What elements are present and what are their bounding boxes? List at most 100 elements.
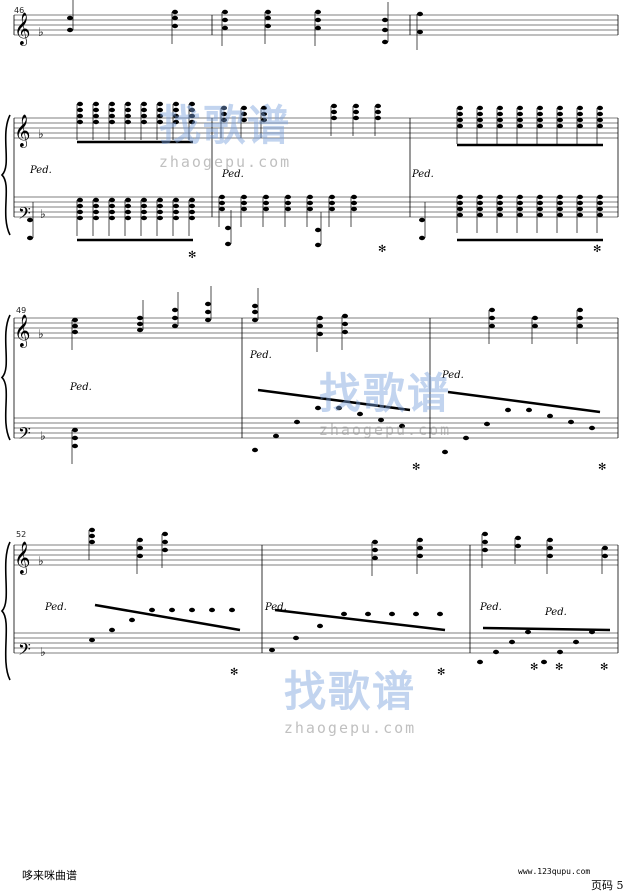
note-head	[125, 101, 131, 107]
note-head	[517, 117, 523, 123]
note-head	[336, 405, 342, 411]
note-head	[149, 607, 155, 613]
note-head	[172, 307, 178, 313]
note-head	[537, 111, 543, 117]
note-head	[597, 200, 603, 206]
note-head	[173, 215, 179, 221]
pedal-release-mark: ✻	[555, 662, 563, 673]
note-head	[351, 200, 357, 206]
note-head	[72, 323, 78, 329]
note-head	[173, 203, 179, 209]
note-head	[252, 309, 258, 315]
note-head	[315, 405, 321, 411]
note-head	[477, 111, 483, 117]
note-head	[173, 113, 179, 119]
note-head	[77, 203, 83, 209]
note-head	[597, 194, 603, 200]
note-head	[331, 115, 337, 121]
note-head	[317, 323, 323, 329]
note-head	[557, 117, 563, 123]
note-head	[221, 111, 227, 117]
note-head	[157, 107, 163, 113]
key-signature-flat: ♭	[38, 25, 44, 39]
note-head	[482, 531, 488, 537]
note-head	[109, 197, 115, 203]
key-signature-flat: ♭	[38, 554, 44, 568]
note-head	[209, 607, 215, 613]
note-head	[189, 215, 195, 221]
note-head	[399, 423, 405, 429]
note-head	[342, 313, 348, 319]
note-head	[557, 123, 563, 129]
note-head	[219, 194, 225, 200]
note-head	[577, 111, 583, 117]
pedal-release-mark: ✻	[530, 662, 538, 673]
note-head	[109, 101, 115, 107]
note-head	[515, 535, 521, 541]
note-head	[173, 101, 179, 107]
note-head	[577, 323, 583, 329]
note-head	[477, 212, 483, 218]
pedal-release-mark: ✻	[188, 250, 196, 261]
note-head	[577, 315, 583, 321]
note-head	[125, 215, 131, 221]
note-head	[457, 212, 463, 218]
note-head	[252, 447, 258, 453]
measure-number-52: 52	[16, 530, 27, 539]
bass-clef: 𝄢	[18, 423, 31, 447]
note-head	[89, 539, 95, 545]
note-head	[353, 103, 359, 109]
note-head	[273, 433, 279, 439]
note-head	[477, 194, 483, 200]
note-head	[125, 119, 131, 125]
note-head	[497, 212, 503, 218]
note-head	[442, 449, 448, 455]
note-head	[222, 17, 228, 23]
note-head	[109, 113, 115, 119]
note-head	[526, 407, 532, 413]
note-head	[137, 553, 143, 559]
note-head	[294, 419, 300, 425]
note-head	[497, 206, 503, 212]
note-head	[157, 203, 163, 209]
note-head	[72, 435, 78, 441]
note-head	[261, 111, 267, 117]
note-head	[547, 553, 553, 559]
note-head	[125, 113, 131, 119]
note-head	[457, 117, 463, 123]
pedal-release-mark: ✻	[600, 662, 608, 673]
treble-clef: 𝄞	[14, 314, 31, 348]
note-head	[597, 123, 603, 129]
note-head	[477, 117, 483, 123]
pedal-mark: Ped.	[69, 382, 92, 393]
note-head	[537, 200, 543, 206]
note-head	[315, 242, 321, 248]
note-head	[157, 215, 163, 221]
note-head	[72, 329, 78, 335]
note-head	[172, 315, 178, 321]
note-head	[67, 27, 73, 33]
note-head	[157, 101, 163, 107]
note-head	[557, 105, 563, 111]
grand-staff-brace	[0, 114, 11, 236]
note-head	[417, 553, 423, 559]
note-head	[221, 117, 227, 123]
note-head	[261, 117, 267, 123]
note-head	[229, 607, 235, 613]
note-head	[263, 200, 269, 206]
note-head	[417, 11, 423, 17]
note-head	[419, 235, 425, 241]
key-signature-flat: ♭	[40, 207, 46, 221]
note-head	[497, 111, 503, 117]
note-head	[109, 215, 115, 221]
note-head	[602, 545, 608, 551]
note-head	[293, 635, 299, 641]
note-head	[285, 206, 291, 212]
key-signature-flat: ♭	[38, 127, 44, 141]
footer-url: www.123qupu.com	[518, 867, 591, 876]
pedal-release-mark: ✻	[598, 462, 606, 473]
note-head	[557, 200, 563, 206]
note-head	[317, 331, 323, 337]
note-head	[27, 235, 33, 241]
